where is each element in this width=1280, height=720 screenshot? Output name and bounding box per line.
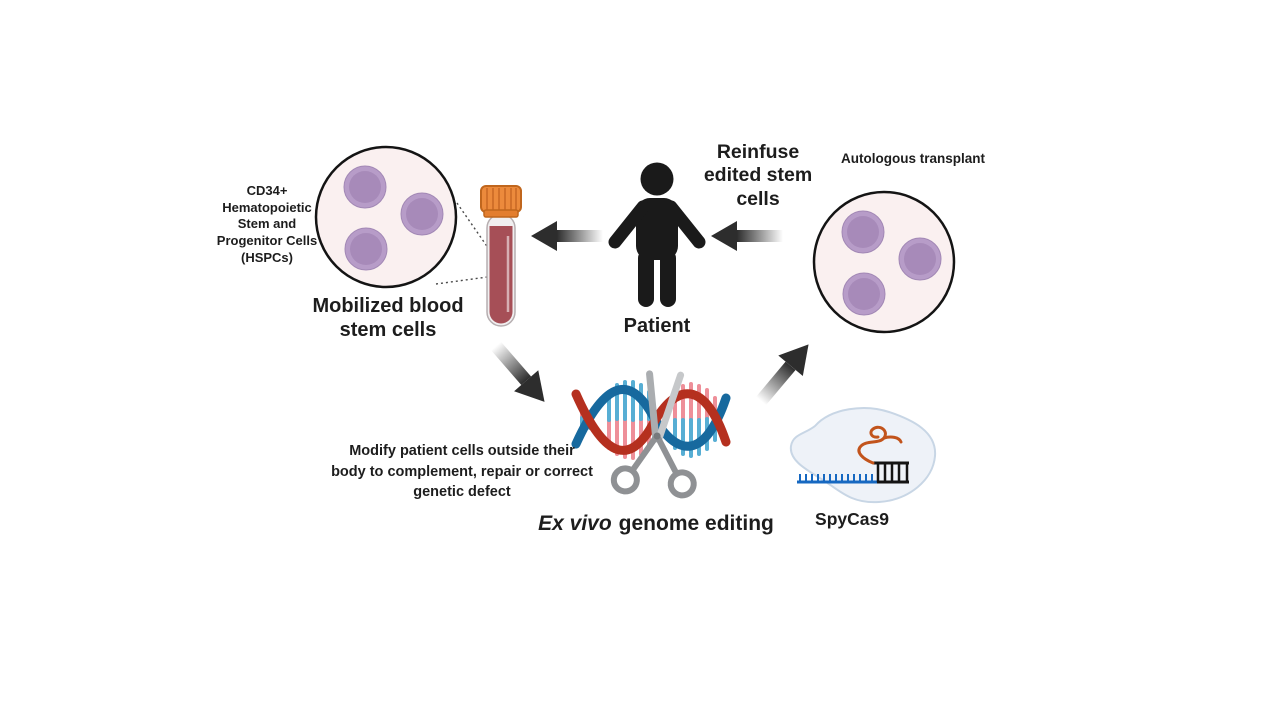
arrow-patient-to-tube-icon <box>531 221 603 251</box>
genome-editing-text: genome editing <box>618 512 774 535</box>
transplant-dish-icon <box>812 190 956 334</box>
spycas9-label: SpyCas9 <box>815 509 889 529</box>
exvivo-genome-editing-label: Ex vivo genome editing <box>531 512 781 536</box>
modify-cells-label: Modify patient cells outside their body … <box>331 443 593 501</box>
patient-label: Patient <box>623 315 691 337</box>
exvivo-italic-text: Ex vivo <box>538 512 612 535</box>
spycas9-icon <box>789 407 937 504</box>
autologous-transplant-label: Autologous transplant <box>841 151 985 166</box>
hspc-label: CD34+ Hematopoietic Stem and Progenitor … <box>216 183 318 265</box>
arrow-editing-to-transplant-icon <box>756 344 809 406</box>
mobilized-blood-label: Mobilized blood stem cells <box>312 295 464 342</box>
patient-icon <box>608 162 706 307</box>
reinfuse-label: Reinfuse edited stem cells <box>703 141 813 210</box>
scissors-icon <box>610 370 697 499</box>
hspc-dish-icon <box>314 145 458 289</box>
arrow-cells-to-editing-icon <box>491 341 545 402</box>
arrow-transplant-to-patient-icon <box>711 221 783 251</box>
blood-tube-icon <box>480 185 522 327</box>
